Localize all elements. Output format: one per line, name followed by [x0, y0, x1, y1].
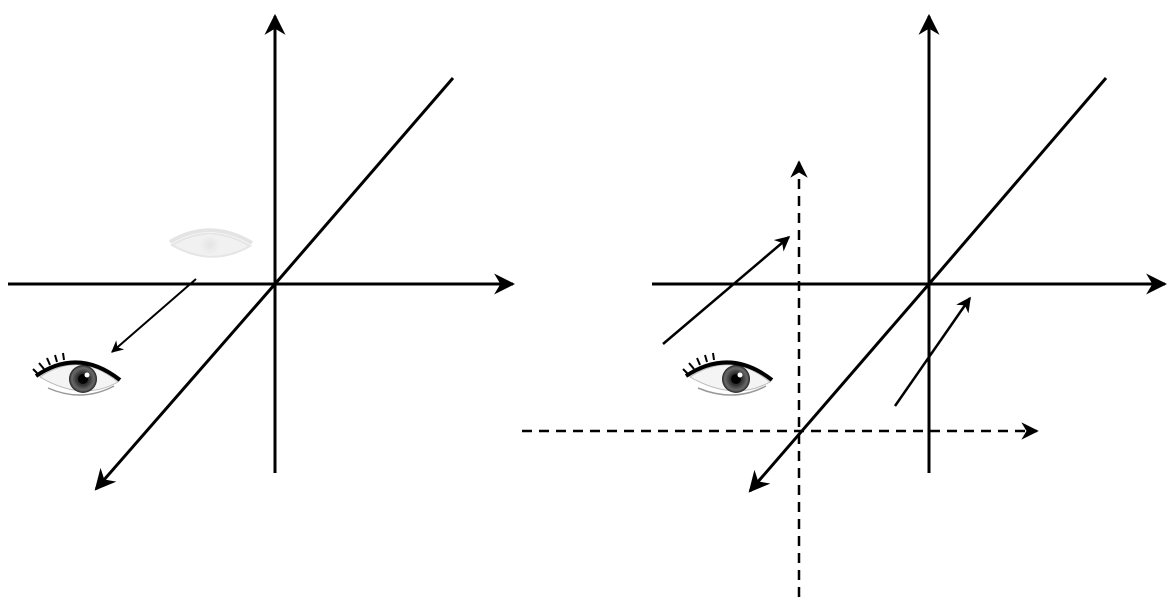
- shift-arrow-upper-left: [662, 236, 791, 345]
- diagonal-axis: [94, 283, 277, 491]
- shift-arrow-lower-right: [893, 296, 972, 407]
- diagonal-axis: [748, 283, 931, 493]
- left-panel: [8, 13, 516, 491]
- diagonal-axis-upper: [273, 77, 455, 285]
- right-panel: [522, 13, 1168, 597]
- faded-eye-icon: [168, 228, 254, 258]
- eye-move-arrow: [111, 278, 197, 353]
- eye-icon: [32, 352, 122, 396]
- eye-icon: [682, 352, 774, 396]
- diagonal-axis-upper: [927, 77, 1108, 285]
